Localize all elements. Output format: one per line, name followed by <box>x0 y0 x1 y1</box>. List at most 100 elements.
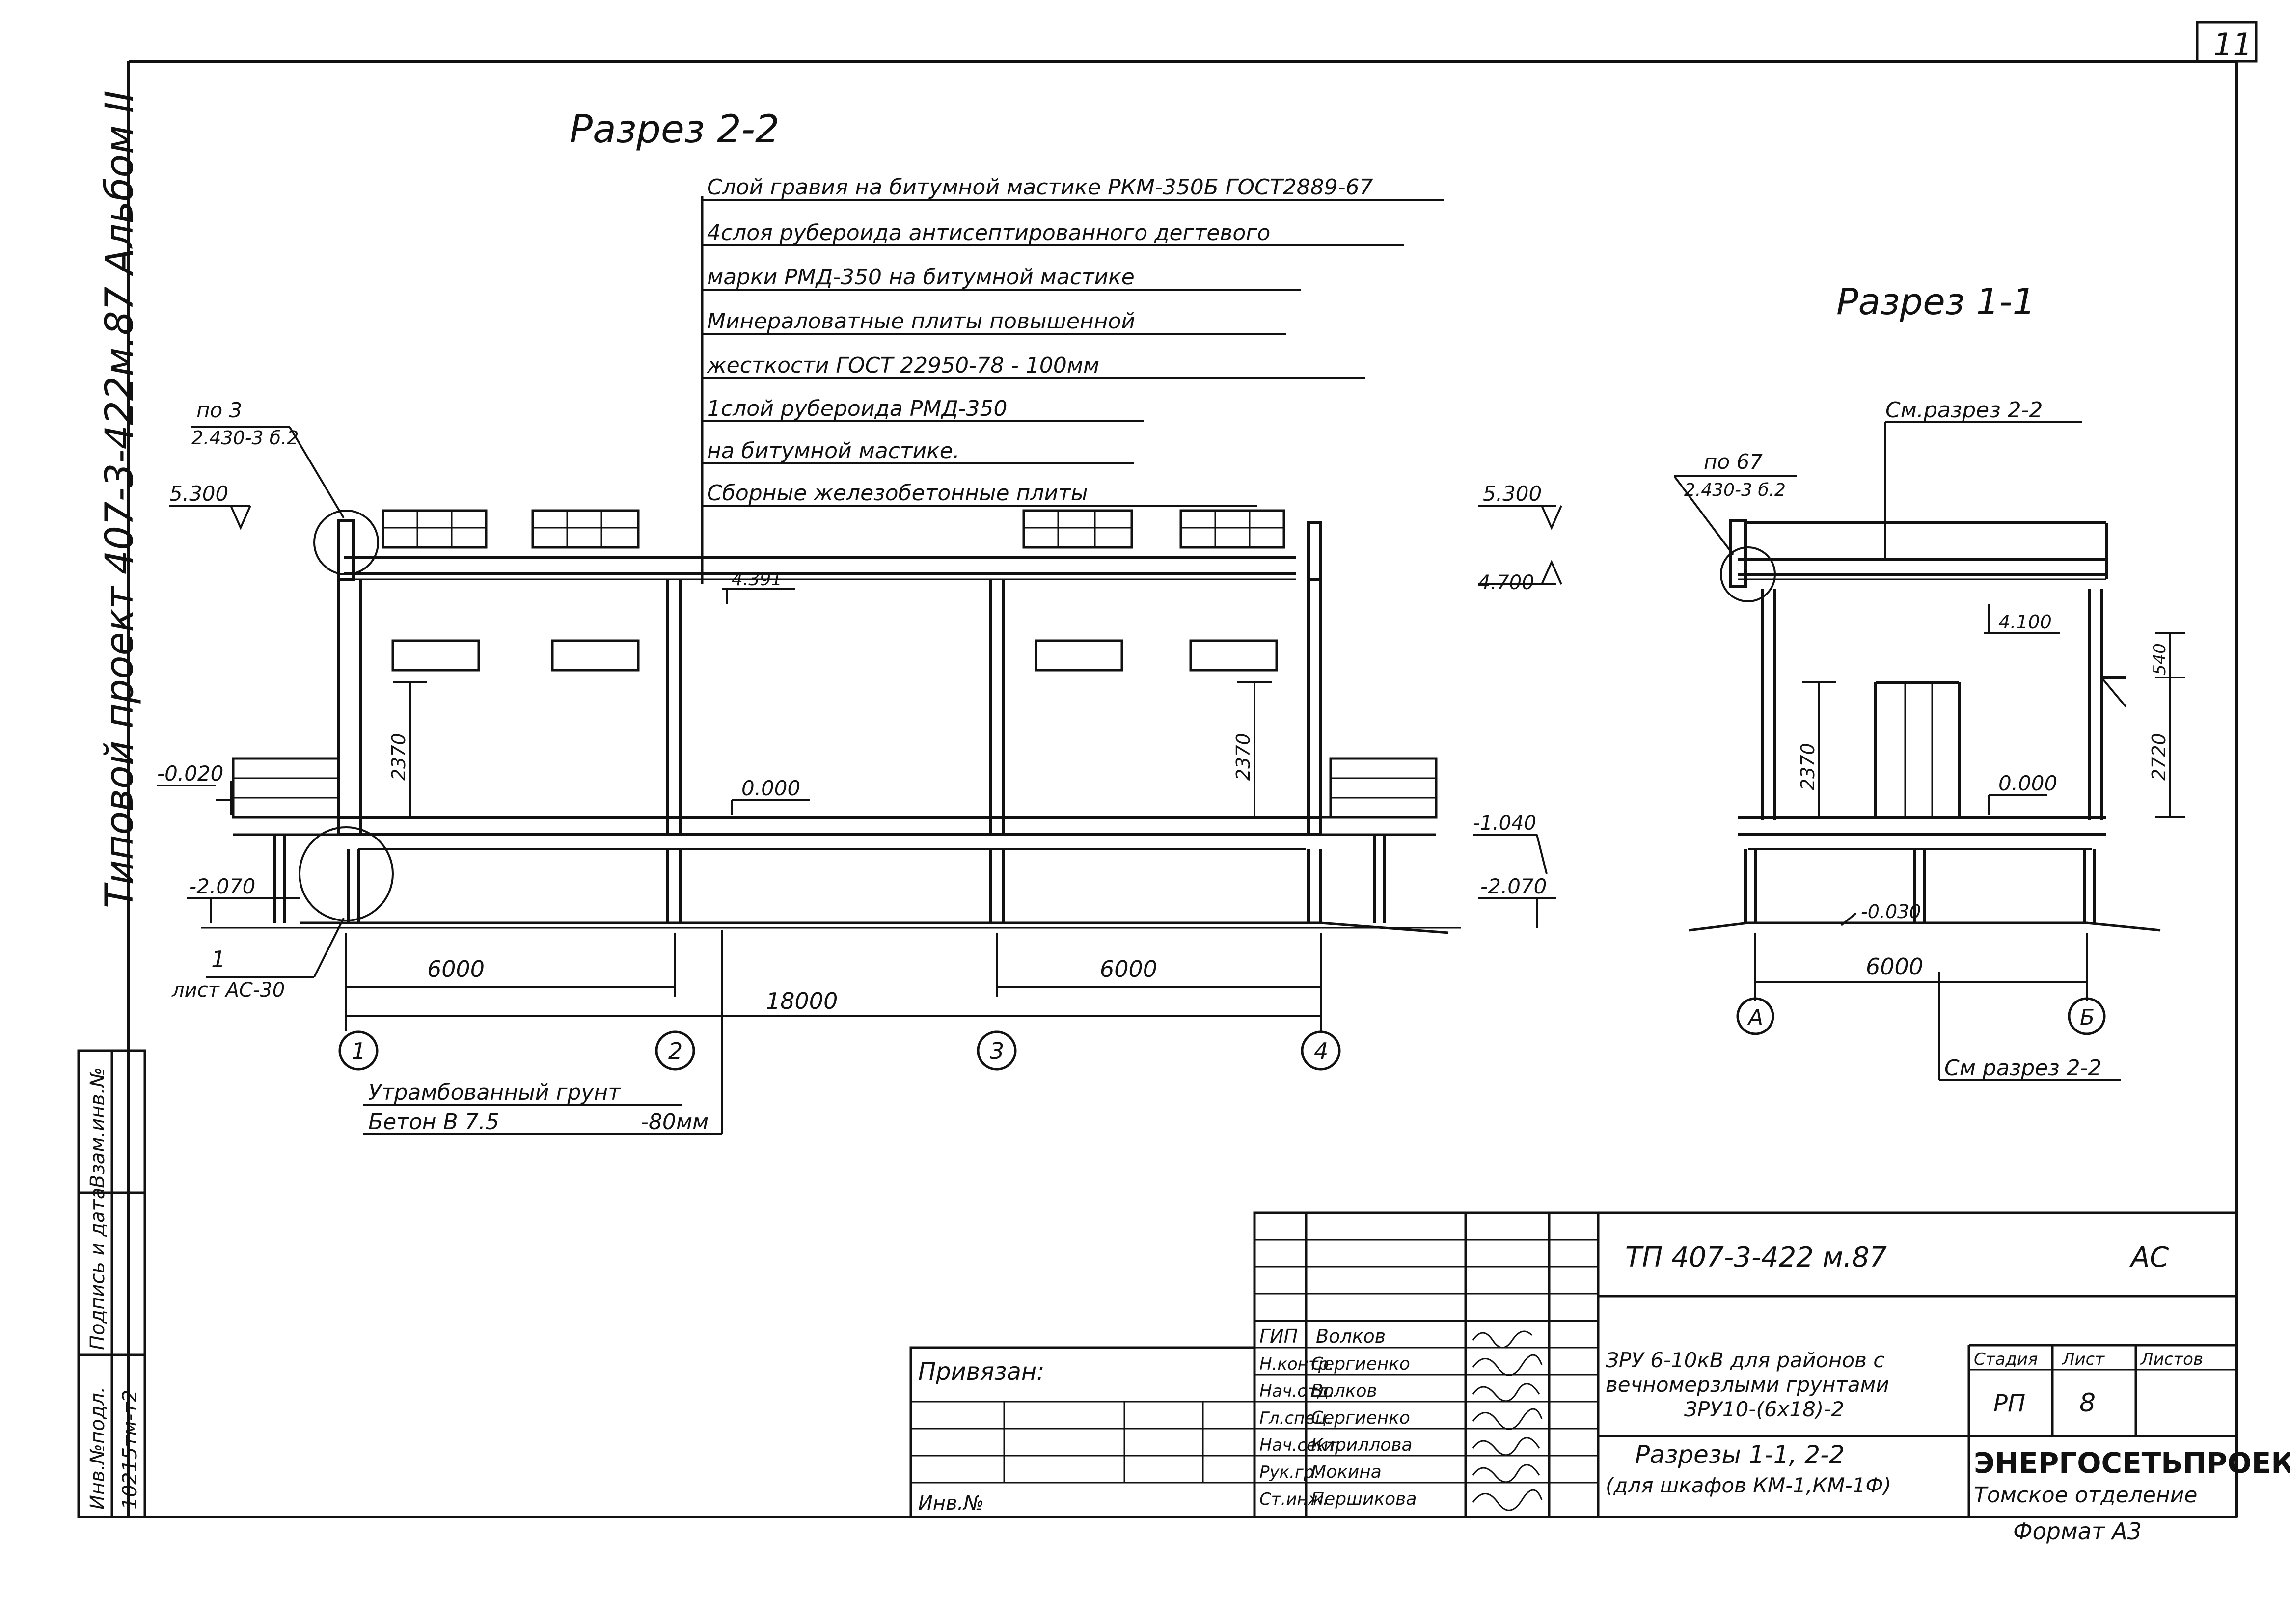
elev-floor-22: 0.000 <box>741 776 800 800</box>
sheet-name-2: (для шкафов КМ-1,КМ-1Ф) <box>1606 1473 1891 1497</box>
s11-elev-minus1040: -1.040 <box>1473 812 1536 835</box>
base-line2: Бетон В 7.5 <box>368 1110 499 1135</box>
role-gip: ГИП <box>1259 1326 1298 1347</box>
dim-span-left: 6000 <box>427 956 485 982</box>
format-label: Формат А3 <box>2013 1518 2142 1544</box>
s11-elev-ground: -0.030 <box>1861 901 1921 922</box>
base-line2-val: -80мм <box>641 1110 709 1135</box>
see-section-bottom: См разрез 2-2 <box>1944 1056 2101 1081</box>
sheet-number: 11 <box>2213 27 2252 62</box>
layer-7: на битумной мастике. <box>707 438 960 463</box>
inv-no-label: Инв.№ <box>918 1492 984 1515</box>
base-note <box>363 930 723 1135</box>
axis-3: 3 <box>990 1038 1004 1064</box>
name-mokina: Мокина <box>1311 1462 1382 1482</box>
name-sergienko-1: Сергиенко <box>1311 1354 1410 1374</box>
dim-total: 18000 <box>766 988 838 1014</box>
s11-elev-4100: 4.100 <box>1998 611 2052 633</box>
sheet-name-1: Разрезы 1-1, 2-2 <box>1635 1440 1845 1469</box>
s11-dim-height: 2370 <box>1797 743 1819 790</box>
section22-height-dims <box>393 681 1272 817</box>
privyazan-label: Привязан: <box>918 1358 1044 1385</box>
s11-node-ref-top: по 67 <box>1704 450 1763 474</box>
elev-4391: 4.391 <box>732 569 782 590</box>
elev-5300-left: 5.300 <box>169 482 228 506</box>
section11-building <box>1689 519 2161 932</box>
s11-elev-minus2070: -2.070 <box>1480 874 1547 898</box>
layer-8: Сборные железобетонные плиты <box>707 481 1088 506</box>
base-line1: Утрамбованный грунт <box>368 1080 621 1105</box>
section22-building <box>201 509 1461 934</box>
dim-height-right: 2370 <box>1232 733 1254 781</box>
stage-label: Стадия <box>1974 1350 2038 1369</box>
layer-3: марки РМД-350 на битумной мастике <box>707 265 1135 290</box>
title-block <box>909 1211 2238 1518</box>
roles-column: ГИП Н.контр. Нач.отд. Гл.спец. Нач.сект.… <box>1259 1326 1342 1509</box>
org-branch: Томское отделение <box>1974 1483 2197 1508</box>
name-volkov-2: Волков <box>1311 1381 1377 1401</box>
section22-elevations <box>157 505 810 923</box>
section11-leaders <box>1473 421 2121 1081</box>
stamp-inv-label: Инв.№подл. <box>86 1386 109 1510</box>
section11-title: Разрез 1-1 <box>1836 281 2036 323</box>
name-pershikova: Першикова <box>1311 1489 1417 1509</box>
object-name-1: ЗРУ 6-10кВ для районов с <box>1606 1348 1884 1372</box>
role-nachotd: Нач.отд. <box>1259 1381 1334 1401</box>
see-section-top: См.разрез 2-2 <box>1885 398 2043 423</box>
name-sergienko-2: Сергиенко <box>1311 1408 1410 1428</box>
layer-5: жесткости ГОСТ 22950-78 - 100мм <box>707 353 1099 378</box>
role-glspec: Гл.спец. <box>1259 1408 1332 1428</box>
org-name: ЭНЕРГОСЕТЬПРОЕКТ <box>1974 1446 2290 1480</box>
node-ref-bottom: 2.430-3 б.2 <box>191 427 299 449</box>
s11-dim-2720: 2720 <box>2148 733 2170 781</box>
s11-node-ref-bottom: 2.430-3 б.2 <box>1684 480 1786 500</box>
elev-minus020: -0.020 <box>157 761 223 785</box>
side-title: Типовой проект 407-3-422м.87 Альбом II <box>98 90 142 908</box>
section22-title: Разрез 2-2 <box>570 108 779 152</box>
sheet-label: Лист <box>2061 1350 2105 1369</box>
sheets-label: Листов <box>2140 1350 2203 1369</box>
elev-minus2070-left: -2.070 <box>189 874 255 898</box>
s11-dim-540: 540 <box>2150 643 2170 675</box>
stamp-inv-value: 10215тм-т2 <box>119 1390 141 1510</box>
layer-list: Слой гравия на битумной мастике РКМ-350Б… <box>701 175 1444 584</box>
role-rukgr: Рук.гр. <box>1259 1462 1319 1482</box>
dim-span-right: 6000 <box>1100 956 1157 982</box>
callout-num: 1 <box>211 946 225 973</box>
left-stamp <box>77 1049 146 1518</box>
sheet-value: 8 <box>2079 1388 2096 1418</box>
axis-1: 1 <box>352 1038 366 1064</box>
role-nachsekt: Нач.сект. <box>1259 1435 1342 1455</box>
axis-b: Б <box>2080 1005 2095 1030</box>
layer-1: Слой гравия на битумной мастике РКМ-350Б… <box>707 175 1373 200</box>
node-ref-top: по 3 <box>196 398 242 422</box>
names-column: Волков Сергиенко Волков Сергиенко Кирилл… <box>1311 1326 1417 1509</box>
layer-6: 1слой рубероида РМД-350 <box>707 396 1008 421</box>
signatures <box>1472 1330 1543 1511</box>
name-kirillova: Кириллова <box>1311 1435 1413 1455</box>
object-name-3: ЗРУ10-(6х18)-2 <box>1684 1397 1844 1421</box>
stamp-swap-label: Взам.инв.№ <box>86 1067 109 1188</box>
drawing-mark: АС <box>2129 1242 2169 1273</box>
s11-elev-floor: 0.000 <box>1998 771 2057 795</box>
section11-axes <box>1736 997 2106 1035</box>
role-nkontr: Н.контр. <box>1259 1354 1334 1374</box>
stage-value: РП <box>1993 1390 2025 1417</box>
section22-axes <box>338 1030 1341 1071</box>
layer-4: Минераловатные плиты повышенной <box>707 309 1135 334</box>
s11-elev-4700: 4.700 <box>1478 571 1534 594</box>
project-code: ТП 407-3-422 м.87 <box>1625 1242 1887 1273</box>
s11-dim-span: 6000 <box>1866 953 1923 980</box>
dim-height-left: 2370 <box>388 733 409 781</box>
section11-dims <box>1754 632 2185 1001</box>
stamp-sign-label: Подпись и дата <box>86 1188 109 1350</box>
object-name-2: вечномерзлыми грунтами <box>1606 1373 1889 1397</box>
role-stinzh: Ст.инж. <box>1259 1489 1328 1509</box>
section22-plan-dims <box>345 933 1322 1031</box>
axis-2: 2 <box>668 1038 682 1064</box>
section22-node-ref <box>191 426 345 978</box>
axis-a: А <box>1747 1005 1763 1030</box>
axis-4: 4 <box>1314 1038 1328 1064</box>
s11-elev-5300: 5.300 <box>1483 482 1542 506</box>
